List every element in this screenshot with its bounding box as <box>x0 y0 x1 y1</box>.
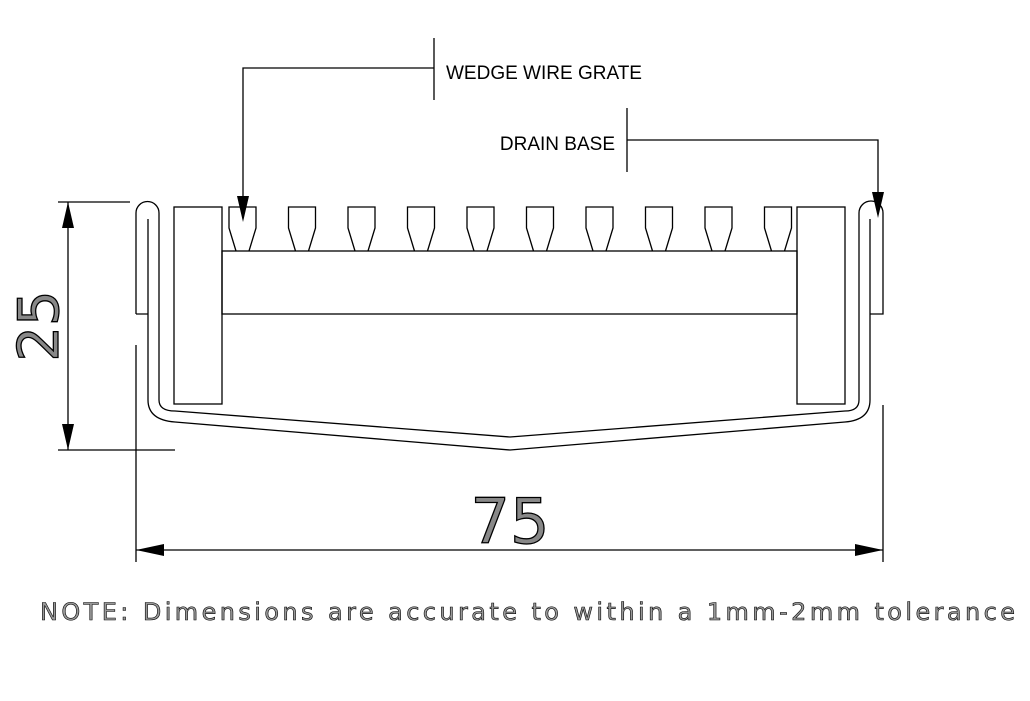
grate-leader <box>237 38 435 222</box>
tolerance-note: NOTE: Dimensions are accurate to within … <box>40 598 1015 626</box>
width-dimension <box>135 345 884 562</box>
drain-base <box>135 200 884 451</box>
wedge-wire <box>287 206 317 252</box>
wedge-wire <box>644 206 674 252</box>
grate-left-block <box>173 206 223 405</box>
height-dimension <box>58 201 175 451</box>
grate-right-block <box>796 206 846 405</box>
wedge-wire-grate <box>173 206 846 405</box>
base-leader <box>626 108 884 218</box>
grate-label: WEDGE WIRE GRATE <box>446 63 642 84</box>
wedge-wire <box>347 206 376 252</box>
wedge-wire <box>466 206 495 252</box>
wedge-wire <box>763 206 793 252</box>
width-value: 75 <box>471 485 550 558</box>
wedge-wire <box>525 206 555 252</box>
wedge-wire <box>406 206 436 252</box>
grate-support-bar <box>221 250 798 315</box>
wedge-wire <box>585 206 614 252</box>
base-label: DRAIN BASE <box>500 134 615 155</box>
height-value: 25 <box>7 290 72 361</box>
wedge-wire <box>228 206 257 252</box>
wedge-wire <box>704 206 733 252</box>
